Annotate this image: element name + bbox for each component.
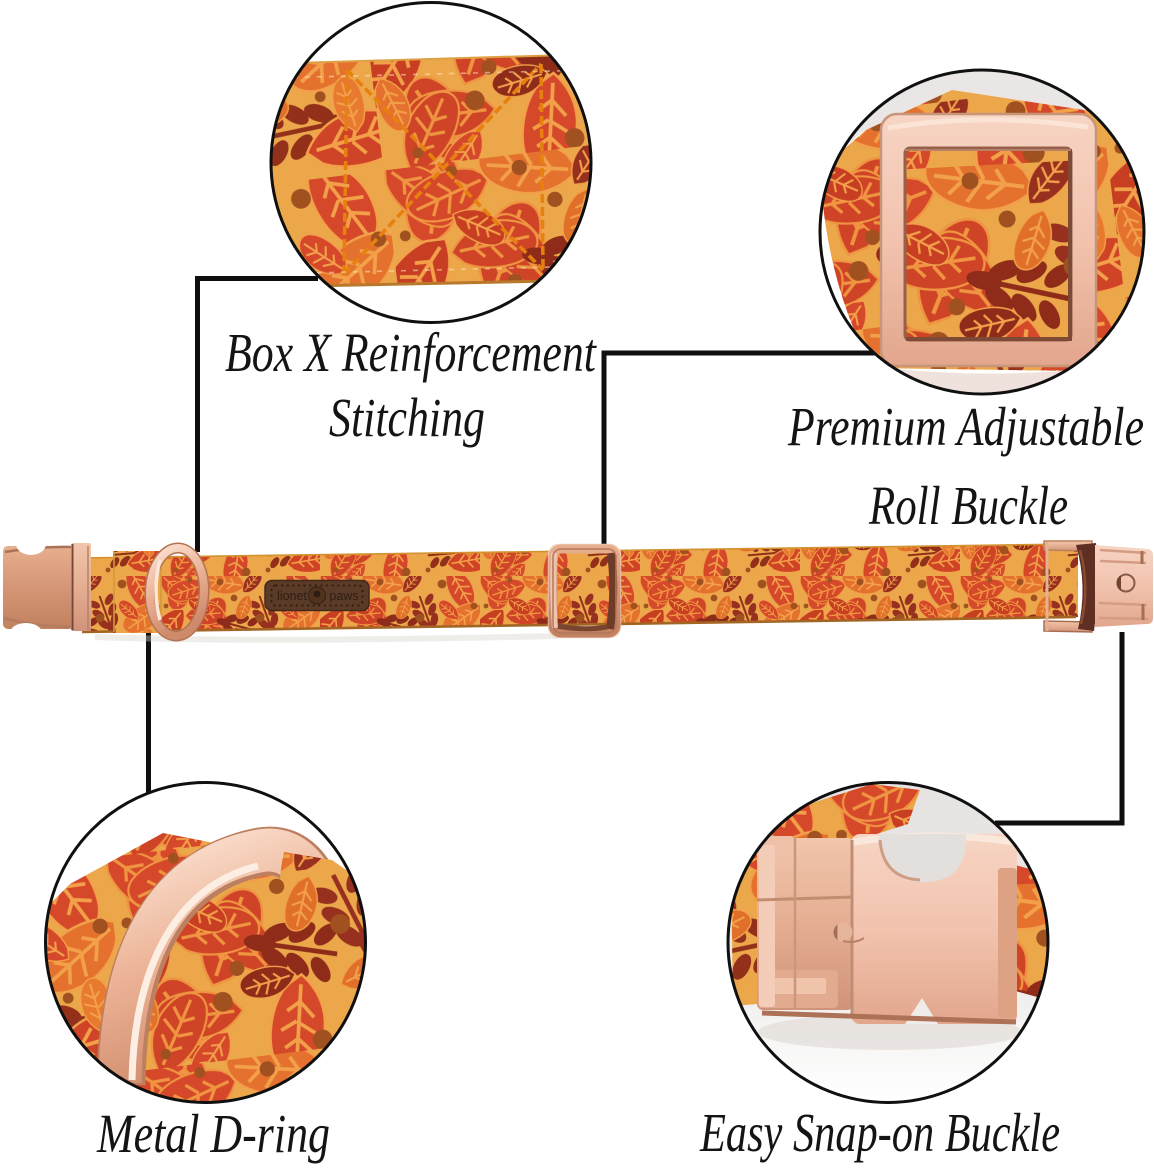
svg-text:lionet: lionet <box>277 589 307 603</box>
svg-text:paws: paws <box>329 589 358 603</box>
svg-text:Roll Buckle: Roll Buckle <box>868 475 1068 536</box>
svg-text:Stitching: Stitching <box>329 387 485 448</box>
svg-text:Easy Snap-on Buckle: Easy Snap-on Buckle <box>699 1102 1060 1163</box>
svg-text:Premium Adjustable: Premium Adjustable <box>787 396 1144 457</box>
svg-text:Metal D-ring: Metal D-ring <box>96 1103 330 1164</box>
svg-text:Box X Reinforcement: Box X Reinforcement <box>225 322 597 383</box>
